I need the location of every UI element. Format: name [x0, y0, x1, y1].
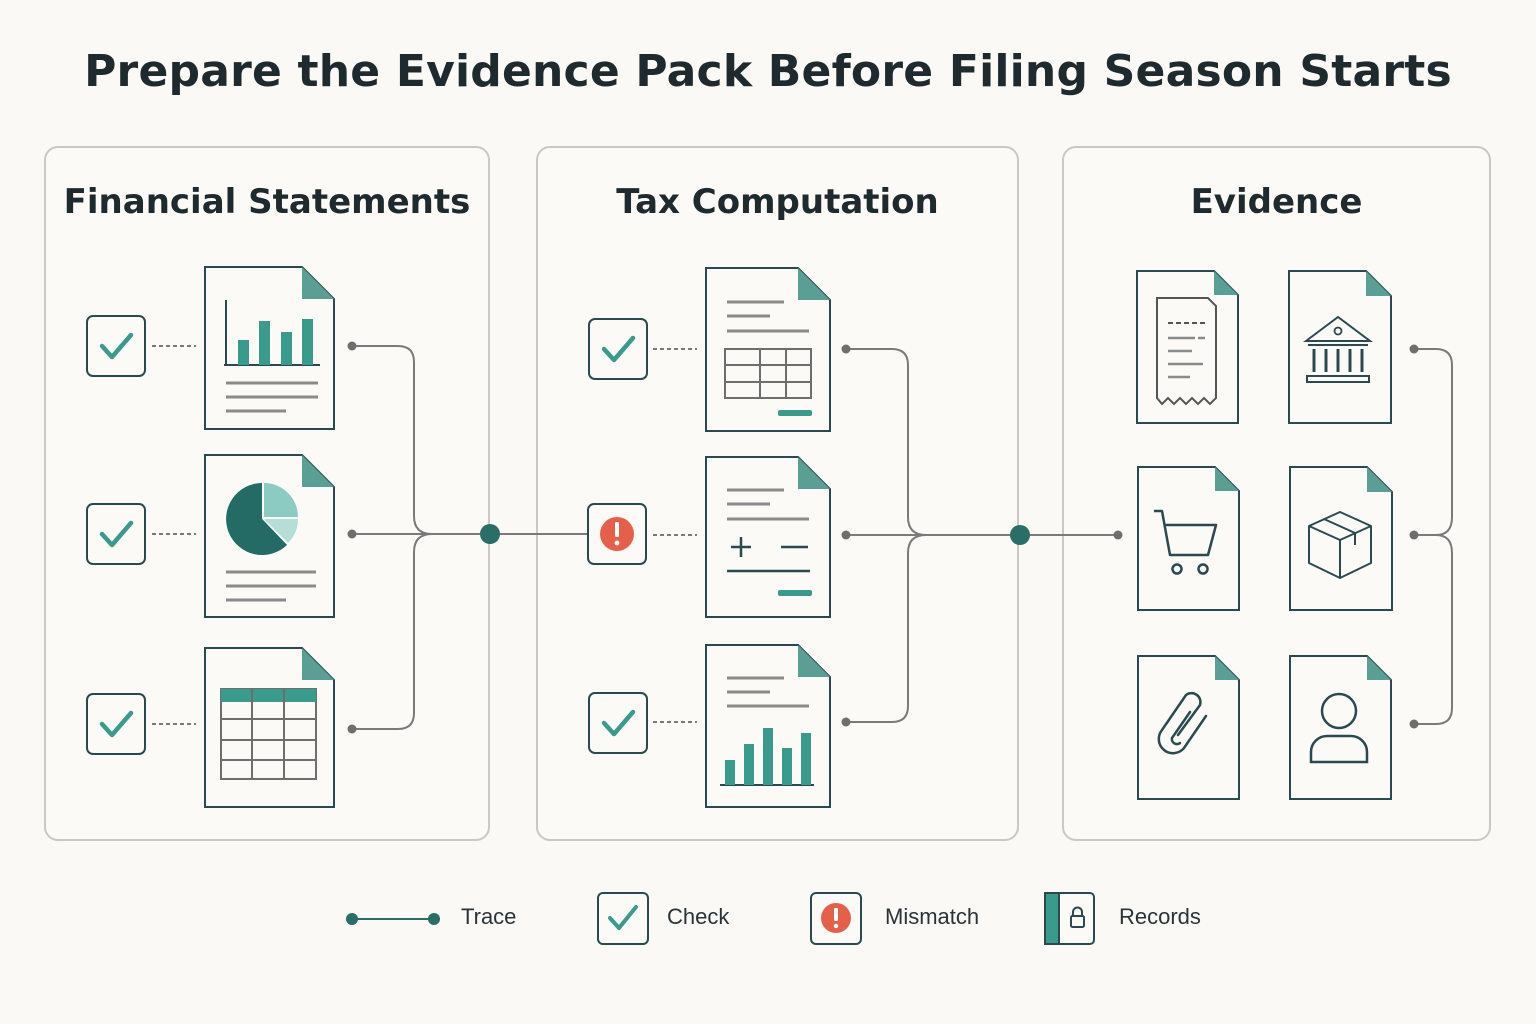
legend-mismatch-label: Mismatch: [885, 904, 980, 929]
legend: [346, 892, 1095, 945]
spreadsheet-document-icon: [204, 647, 335, 808]
records-legend-icon: [1044, 892, 1095, 945]
connector-lines: [152, 345, 1453, 730]
legend-records-label: Records: [1119, 904, 1201, 929]
trace-node-1: [480, 524, 500, 544]
paperclip-document-icon: [1137, 655, 1240, 800]
shopping-cart-document-icon: [1137, 466, 1240, 611]
package-document-icon: [1289, 466, 1393, 611]
page-title: Prepare the Evidence Pack Before Filing …: [84, 46, 1452, 97]
bar-chart-document-icon: [204, 266, 335, 430]
bank-document-icon: [1288, 270, 1392, 424]
check-icon: [589, 693, 647, 753]
legend-trace-label: Trace: [461, 904, 517, 929]
check-legend-icon: [597, 892, 649, 945]
evidence-panel: Evidence: [1062, 146, 1491, 841]
tax-computation-title: Tax Computation: [616, 182, 939, 222]
table-document-icon: [705, 267, 831, 432]
mismatch-legend-icon: [810, 892, 862, 945]
bar-chart-document-icon: [705, 644, 831, 808]
check-icon: [87, 694, 145, 754]
trace-legend-icon: [346, 913, 440, 925]
legend-check-label: Check: [667, 904, 730, 929]
evidence-title: Evidence: [1190, 182, 1363, 222]
trace-node-2: [1010, 525, 1030, 545]
check-icon: [87, 504, 145, 564]
person-document-icon: [1289, 655, 1392, 800]
check-icon: [87, 316, 145, 376]
mismatch-icon: [587, 503, 647, 565]
connector-dots: [347, 341, 1419, 734]
plus-minus-document-icon: [705, 456, 831, 618]
financial-statements-title: Financial Statements: [63, 182, 471, 222]
pie-chart-document-icon: [204, 454, 335, 618]
check-icon: [589, 319, 647, 379]
receipt-document-icon: [1136, 270, 1239, 424]
